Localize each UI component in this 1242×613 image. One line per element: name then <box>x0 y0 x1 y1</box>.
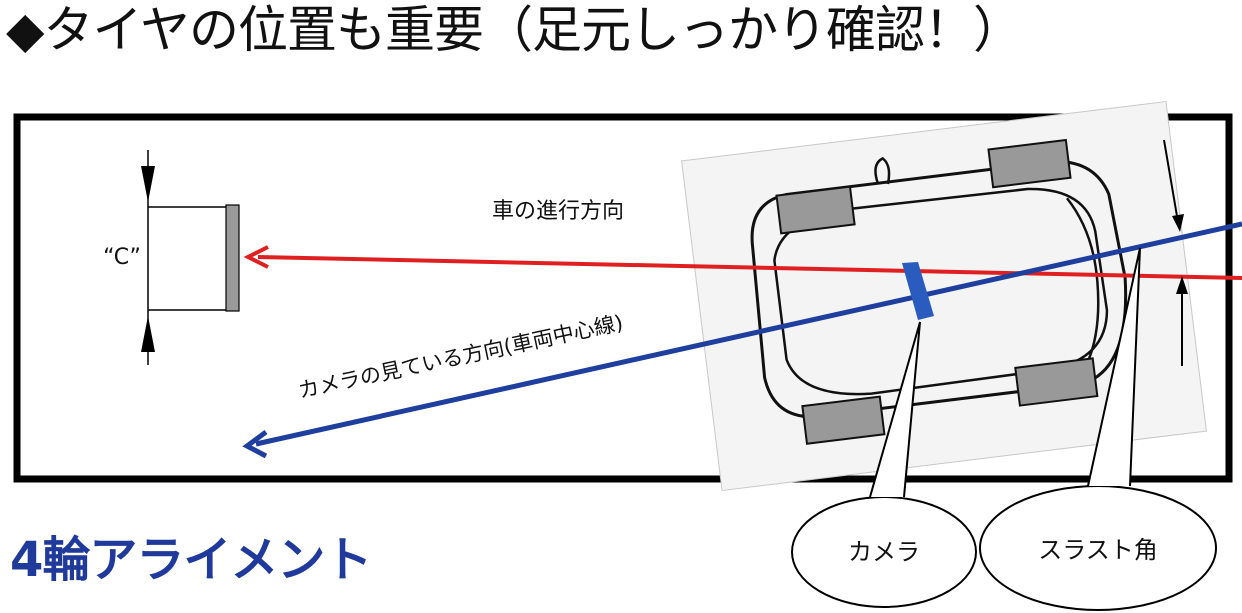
page-title: ◆タイヤの位置も重要（足元しっかり確認！） <box>6 1 1023 59</box>
tire-front-right <box>801 395 886 445</box>
callout-camera-pointer <box>869 321 921 498</box>
thrust-angle-marker <box>1163 139 1188 366</box>
car-overview <box>681 100 1207 492</box>
car-body-outline <box>750 160 1128 419</box>
camera-view-line <box>255 221 1242 447</box>
camera-view-label: カメラの見ている方向(車両中心線) <box>296 311 625 403</box>
footer-section-title: 4輪アライメント <box>10 532 372 588</box>
target-board <box>141 150 240 365</box>
callout-thrust-pointer <box>1087 247 1141 487</box>
tire-rear-left <box>987 138 1072 189</box>
tire-rear-right <box>1014 357 1099 407</box>
service-bay-frame <box>13 113 1233 483</box>
callout-camera-label: カメラ <box>848 538 920 566</box>
callout-thrust-label: スラスト角 <box>1038 536 1158 564</box>
travel-direction-line <box>257 255 1242 280</box>
travel-direction-label: 車の進行方向 <box>492 199 624 224</box>
windshield-outline <box>1066 197 1100 364</box>
mirror-left <box>874 156 891 185</box>
camera-marker <box>902 262 934 320</box>
camera-view-arrowhead <box>242 429 268 459</box>
travel-direction-arrowhead <box>243 245 269 269</box>
c-dimension-label: “C” <box>103 245 141 270</box>
tire-front-left <box>775 185 856 235</box>
